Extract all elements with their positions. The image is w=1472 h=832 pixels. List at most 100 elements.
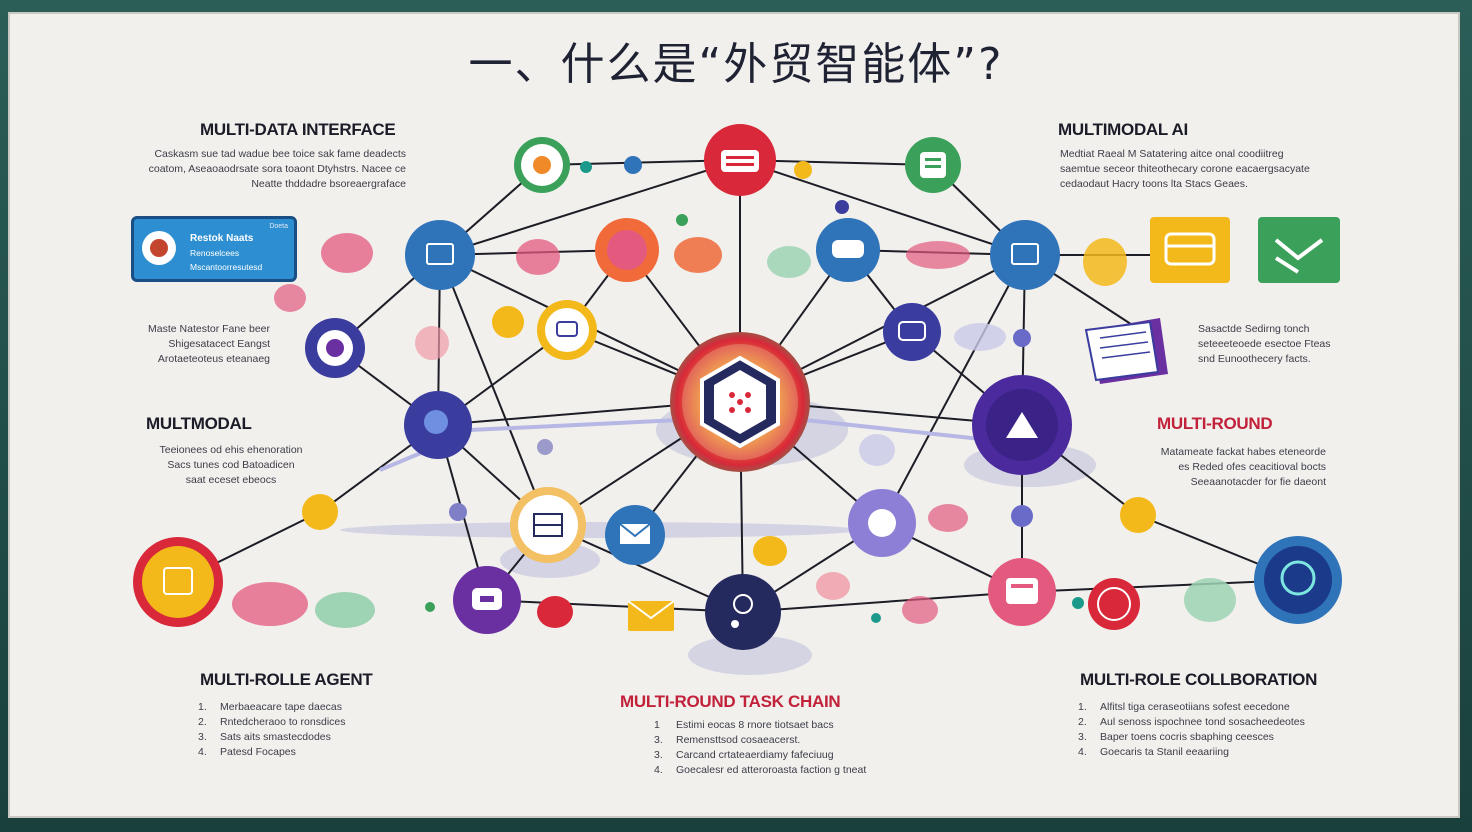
item-number: 4. [1078,746,1087,758]
item-number: 2. [198,716,207,728]
section-title-multi-data-interface: MULTI-DATA INTERFACE [200,120,396,139]
item-text: Alfitsl tiga ceraseotiians sofest eecedo… [1100,701,1290,713]
list-item: 4. Goecalesr ed atteroroasta faction g tn… [654,763,866,778]
node-document-center[interactable] [510,487,586,563]
list-item: 1 Estimi eocas 8 rnore tiotsaet bacs [654,718,866,733]
right-mid-note: Sasactde Sedirng tonch seteeeteoede esec… [1198,322,1331,367]
item-text: Remensttsod cosaeacerst. [676,734,801,746]
section-title-multmodal: MULTMODAL [146,414,252,433]
desc-line: Sacs tunes cod Batoadicen [167,459,295,471]
item-text: Carcand crtateaerdiamy fafeciuug [676,749,834,761]
item-number: 1 [654,719,660,731]
item-text: Baper toens cocris sbaphing ceesces [1100,731,1274,743]
section-title-multimodal-ai: MULTIMODAL AI [1058,120,1188,139]
node-blue-left[interactable] [405,220,475,290]
section-title-multi-rolle-agent: MULTI-ROLLE AGENT [200,670,373,689]
desc-line: Matameate fackat habes eteneorde [1160,446,1326,458]
desc-line: es Reded ofes ceacitioval bocts [1178,461,1326,473]
desc-line: Medtiat Raeal M Satatering aitce onal co… [1060,148,1284,160]
chart-icon[interactable] [1258,217,1340,283]
card-tag: Doeta [269,223,288,230]
item-number: 3. [1078,731,1087,743]
multmodal-desc: Teeionees od ehis ehenoration Sacs tunes… [146,443,316,488]
item-text: Sats aits smastecdodes [220,731,331,743]
node-yellow-left-small[interactable] [302,494,338,530]
desc-line: saemtue seceor thiteothecary corone eaca… [1060,163,1310,175]
item-text: Patesd Focapes [220,746,296,758]
item-number: 4. [654,764,663,776]
desc-line: saat eceset ebeocs [185,474,277,486]
item-text: Estimi eocas 8 rnore tiotsaet bacs [676,719,834,731]
item-number: 3. [654,749,663,761]
item-text: Merbaeacare tape daecas [220,701,342,713]
credit-card-icon[interactable] [1150,217,1230,283]
node-blue-right[interactable] [990,220,1060,290]
list-item: 3. Baper toens cocris sbaphing ceesces [1078,730,1305,745]
page-title: 一、什么是“外贸智能体”? [468,39,1004,90]
node-red-small[interactable] [1088,578,1140,630]
node-chat-lilac[interactable] [848,489,916,557]
node-green-left-top[interactable] [514,137,570,193]
decorative-blobs [232,233,1236,628]
multi-round-desc: Matameate fackat habes eteneorde es Rede… [1150,445,1326,490]
connector-dots [425,156,1084,623]
multi-round-task-chain-list: 1 Estimi eocas 8 rnore tiotsaet bacs 3. Re… [654,718,866,778]
node-brain-left[interactable] [404,391,472,459]
node-hub[interactable] [670,332,810,472]
item-number: 1. [198,701,207,713]
node-purple-big[interactable] [972,375,1072,475]
list-item: 3. Remensttsod cosaeacerst. [654,733,866,748]
item-text: Aul senoss ispochnee tond sosacheedeotes [1100,716,1305,728]
envelope-icon[interactable] [627,600,675,631]
profile-card[interactable]: Doeta Restok Naats Renoselcees Mscantoor… [131,216,297,282]
item-number: 3. [654,734,663,746]
item-number: 2. [1078,716,1087,728]
list-item: 4. Patesd Focapes [198,745,346,760]
node-red-top[interactable] [704,124,776,196]
node-mail-blue[interactable] [605,505,665,565]
list-item: 2.Rntedcheraoo to ronsdices [198,715,346,730]
note-line: Shigesatacect Eangst [168,338,270,350]
item-text: Goecaris ta Stanil eeaariing [1100,746,1229,758]
section-title-multi-round: MULTI-ROUND [1157,414,1273,433]
list-item: 4. Goecaris ta Stanil eeaariing [1078,745,1305,760]
multi-rolle-agent-list: 1. Merbaeacare tape daecas 2.Rntedcheraoo… [198,700,346,760]
list-item: 2. Aul senoss ispochnee tond sosacheedeot… [1078,715,1305,730]
list-item: 3. Carcand crtateaerdiamy fafeciuug [654,748,866,763]
note-line: Sasactde Sedirng tonch [1198,323,1310,335]
node-yellow-right-small[interactable] [1120,497,1156,533]
desc-line: Neatte thddadre bsoreaergraface [251,178,406,190]
desc-line: cedaodaut Hacry toons lta Stacs Geaes. [1060,178,1248,190]
node-blue-mid-right[interactable] [816,218,880,282]
section-title-multi-round-task-chain: MULTI-ROUND TASK CHAIN [620,692,841,711]
node-pink-bottom-right[interactable] [988,558,1056,626]
item-number: 3. [198,731,207,743]
node-green-right-top[interactable] [905,137,961,193]
node-left-ring[interactable] [305,318,365,378]
document-icon [1084,318,1168,384]
note-line: Maste Natestor Fane beer [148,323,270,335]
item-text: Goecalesr ed atteroroasta faction g tnea… [676,764,867,776]
desc-line: coatom, Aseaoaodrsate sora toaont Dtyhst… [148,163,406,175]
note-line: seteeeteoede esectoe Fteas [1198,338,1331,350]
node-orange[interactable] [595,218,659,282]
node-navy-bottom[interactable] [705,574,781,650]
node-orange-big[interactable] [133,537,223,627]
node-indigo-right[interactable] [883,303,941,361]
node-purple-bottom-left[interactable] [453,566,521,634]
list-item: 1. Merbaeacare tape daecas [198,700,346,715]
item-number: 1. [1078,701,1087,713]
node-globe-right[interactable] [1254,536,1342,624]
item-number: 4. [198,746,207,758]
card-detail: Mscantoorresutesd [190,262,263,272]
card-title: Restok Naats [190,233,254,244]
multi-data-interface-desc: Caskasm sue tad wadue bee toice sak fame… [110,147,406,192]
avatar [142,231,176,265]
node-yellow[interactable] [537,300,597,360]
list-item: 1. Alfitsl tiga ceraseotiians sofest eece… [1078,700,1305,715]
multimodal-ai-desc: Medtiat Raeal M Satatering aitce onal co… [1060,147,1310,192]
card-subtitle: Renoselcees [190,248,240,258]
note-line: snd Eunoothecery facts. [1198,353,1311,365]
list-item: 3. Sats aits smastecdodes [198,730,346,745]
